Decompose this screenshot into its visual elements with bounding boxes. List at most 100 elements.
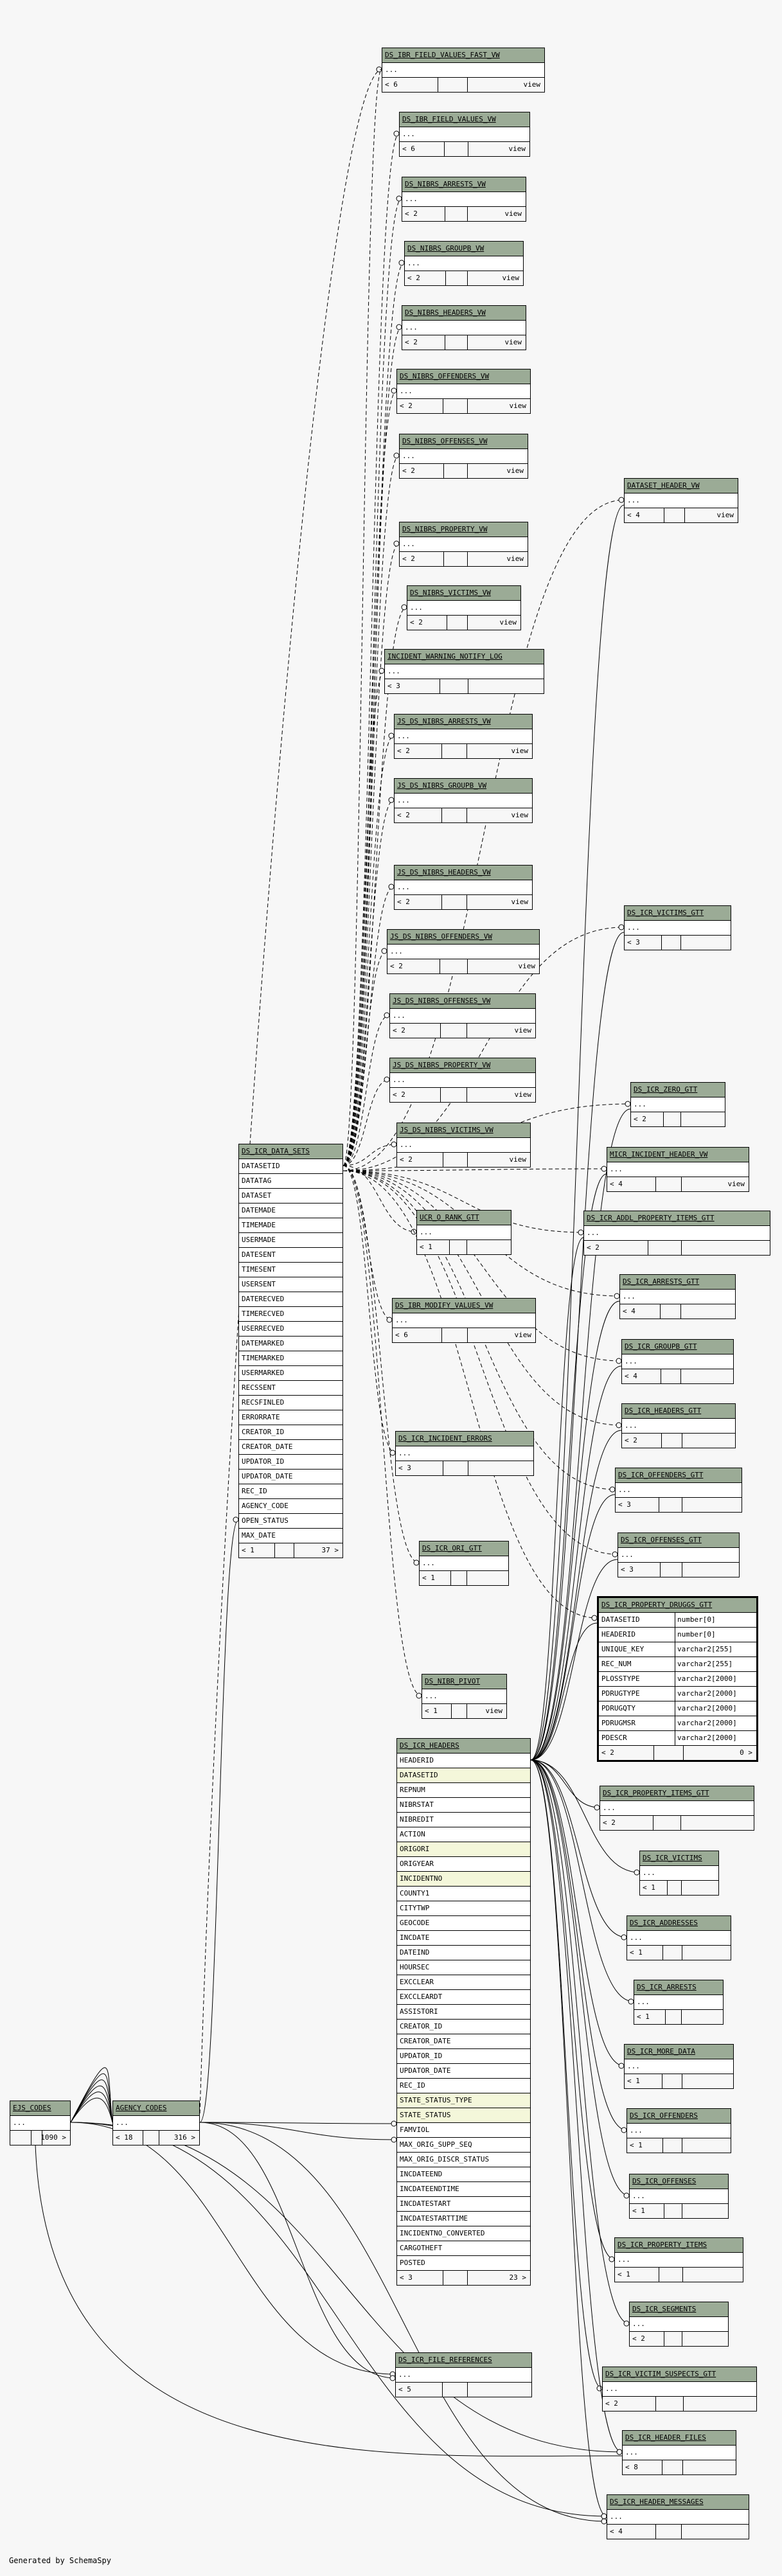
column-row[interactable]: CREATOR_ID xyxy=(239,1425,342,1440)
table-name[interactable]: JS_DS_NIBRS_OFFENDERS_VW xyxy=(387,930,539,945)
column-row[interactable]: ... xyxy=(607,2510,749,2525)
column-row[interactable]: ... xyxy=(622,1419,735,1434)
table-name[interactable]: JS_DS_NIBRS_OFFENSES_VW xyxy=(390,994,535,1009)
table-ejs-codes[interactable]: EJS_CODES...1090 > xyxy=(10,2101,71,2145)
column-row[interactable]: ... xyxy=(390,1009,535,1024)
column-row[interactable]: DATEIND xyxy=(397,1946,530,1960)
column-row[interactable]: ... xyxy=(631,1097,725,1112)
column-row[interactable]: DATASET xyxy=(239,1189,342,1204)
column-row[interactable]: USERMARKED xyxy=(239,1366,342,1381)
column-row[interactable]: DATASETID xyxy=(239,1159,342,1174)
column-row[interactable]: DATESENT xyxy=(239,1248,342,1263)
table-ds-icr-more-data[interactable]: DS_ICR_MORE_DATA...< 1 xyxy=(624,2044,734,2089)
column-row[interactable]: INCDATESTART xyxy=(397,2197,530,2212)
table-ds-icr-arrests[interactable]: DS_ICR_ARRESTS...< 1 xyxy=(634,1980,724,2025)
table-name[interactable]: JS_DS_NIBRS_GROUPB_VW xyxy=(395,779,532,794)
table-name[interactable]: DS_ICR_MORE_DATA xyxy=(625,2045,733,2059)
column-row[interactable]: ORIGORI xyxy=(397,1842,530,1857)
table-name[interactable]: DS_IBR_FIELD_VALUES_VW xyxy=(400,112,529,127)
table-ds-icr-incident-errors[interactable]: DS_ICR_INCIDENT_ERRORS...< 3 xyxy=(395,1431,534,1476)
table-ds-icr-file-references[interactable]: DS_ICR_FILE_REFERENCES...< 5 xyxy=(395,2352,532,2397)
table-incident-warning-notify-log[interactable]: INCIDENT_WARNING_NOTIFY_LOG...< 3 xyxy=(384,649,544,694)
table-name[interactable]: DS_NIBRS_OFFENDERS_VW xyxy=(397,369,530,384)
column-row[interactable]: MAX_DATE xyxy=(239,1529,342,1543)
column-row[interactable]: EXCCLEARDT xyxy=(397,1990,530,2005)
table-name[interactable]: UCR_O_RANK_GTT xyxy=(417,1211,511,1225)
table-name[interactable]: DS_NIBRS_OFFENSES_VW xyxy=(400,434,528,449)
column-row[interactable]: ... xyxy=(396,2368,531,2383)
column-row[interactable]: CARGOTHEFT xyxy=(397,2241,530,2256)
column-row[interactable]: ... xyxy=(634,1995,723,2010)
table-ds-icr-addl-property-items-gtt[interactable]: DS_ICR_ADDL_PROPERTY_ITEMS_GTT...< 2 xyxy=(583,1211,770,1256)
column-row[interactable]: ... xyxy=(422,1689,506,1704)
column-row[interactable]: REC_ID xyxy=(397,2079,530,2093)
table-name[interactable]: MICR_INCIDENT_HEADER_VW xyxy=(607,1148,749,1162)
column-row[interactable]: ... xyxy=(400,449,528,464)
column-row[interactable]: ... xyxy=(387,945,539,959)
table-ds-icr-property-items[interactable]: DS_ICR_PROPERTY_ITEMS...< 1 xyxy=(614,2237,743,2282)
column-row[interactable]: ... xyxy=(396,1446,533,1461)
table-ds-icr-offenders-gtt[interactable]: DS_ICR_OFFENDERS_GTT...< 3 xyxy=(615,1468,742,1513)
table-name[interactable]: INCIDENT_WARNING_NOTIFY_LOG xyxy=(385,650,544,664)
column-row[interactable]: COUNTY1 xyxy=(397,1887,530,1901)
column-row[interactable]: INCDATE xyxy=(397,1931,530,1946)
table-name[interactable]: DS_ICR_DATA_SETS xyxy=(239,1144,342,1159)
column-row[interactable]: DATASETID xyxy=(397,1768,530,1783)
table-name[interactable]: DS_IBR_MODIFY_VALUES_VW xyxy=(393,1299,535,1313)
column-row[interactable]: ... xyxy=(625,493,738,508)
column-row[interactable]: ... xyxy=(420,1556,508,1571)
column-row[interactable]: UPDATOR_ID xyxy=(239,1455,342,1470)
table-ds-icr-victims[interactable]: DS_ICR_VICTIMS...< 1 xyxy=(639,1851,719,1896)
column-row[interactable]: ... xyxy=(395,794,532,808)
column-row[interactable]: ASSISTORI xyxy=(397,2005,530,2020)
table-ucr-o-rank-gtt[interactable]: UCR_O_RANK_GTT...< 1 xyxy=(416,1210,511,1255)
table-name[interactable]: DS_ICR_HEADER_FILES xyxy=(623,2431,736,2446)
table-name[interactable]: DS_NIBRS_ARRESTS_VW xyxy=(402,177,526,192)
column-row[interactable]: USERRECVED xyxy=(239,1322,342,1337)
table-name[interactable]: DS_ICR_PROPERTY_DRUGGS_GTT xyxy=(599,1598,756,1613)
column-row[interactable]: TIMERECVED xyxy=(239,1307,342,1322)
column-row[interactable]: ACTION xyxy=(397,1827,530,1842)
table-name[interactable]: DS_ICR_OFFENDERS_GTT xyxy=(616,1468,742,1483)
table-name[interactable]: DATASET_HEADER_VW xyxy=(625,479,738,493)
column-row[interactable]: ... xyxy=(622,1355,733,1369)
table-ds-icr-groupb-gtt[interactable]: DS_ICR_GROUPB_GTT...< 4 xyxy=(621,1339,734,1384)
column-row[interactable]: ... xyxy=(625,921,731,936)
column-row[interactable]: NIBREDIT xyxy=(397,1813,530,1827)
table-ds-icr-offenses[interactable]: DS_ICR_OFFENSES...< 1 xyxy=(629,2174,729,2219)
column-row[interactable]: ... xyxy=(620,1290,735,1304)
column-row[interactable]: ... xyxy=(584,1226,770,1241)
column-row[interactable]: ... xyxy=(625,2059,733,2074)
table-name[interactable]: DS_ICR_VICTIM_SUSPECTS_GTT xyxy=(603,2367,756,2382)
column-row[interactable]: CITYTWP xyxy=(397,1901,530,1916)
column-row[interactable]: ERRORRATE xyxy=(239,1410,342,1425)
table-name[interactable]: DS_ICR_HEADERS xyxy=(397,1739,530,1754)
table-ds-icr-property-items-gtt[interactable]: DS_ICR_PROPERTY_ITEMS_GTT...< 2 xyxy=(600,1786,754,1831)
table-name[interactable]: JS_DS_NIBRS_ARRESTS_VW xyxy=(395,715,532,729)
column-row[interactable]: ... xyxy=(607,1162,749,1177)
table-name[interactable]: DS_ICR_ADDRESSES xyxy=(627,1916,731,1931)
column-row[interactable]: INCIDENTNO_CONVERTED xyxy=(397,2226,530,2241)
column-row[interactable]: FAMVIOL xyxy=(397,2123,530,2138)
column-row[interactable]: ... xyxy=(627,2124,731,2138)
table-name[interactable]: DS_NIBR_PIVOT xyxy=(422,1674,506,1689)
column-row[interactable]: ... xyxy=(402,321,526,335)
table-ds-icr-zero-gtt[interactable]: DS_ICR_ZERO_GTT...< 2 xyxy=(630,1082,725,1127)
table-name[interactable]: DS_ICR_VICTIMS_GTT xyxy=(625,906,731,921)
table-name[interactable]: DS_ICR_HEADER_MESSAGES xyxy=(607,2495,749,2510)
column-row[interactable]: TIMESENT xyxy=(239,1263,342,1277)
column-row[interactable]: ... xyxy=(615,2253,743,2268)
